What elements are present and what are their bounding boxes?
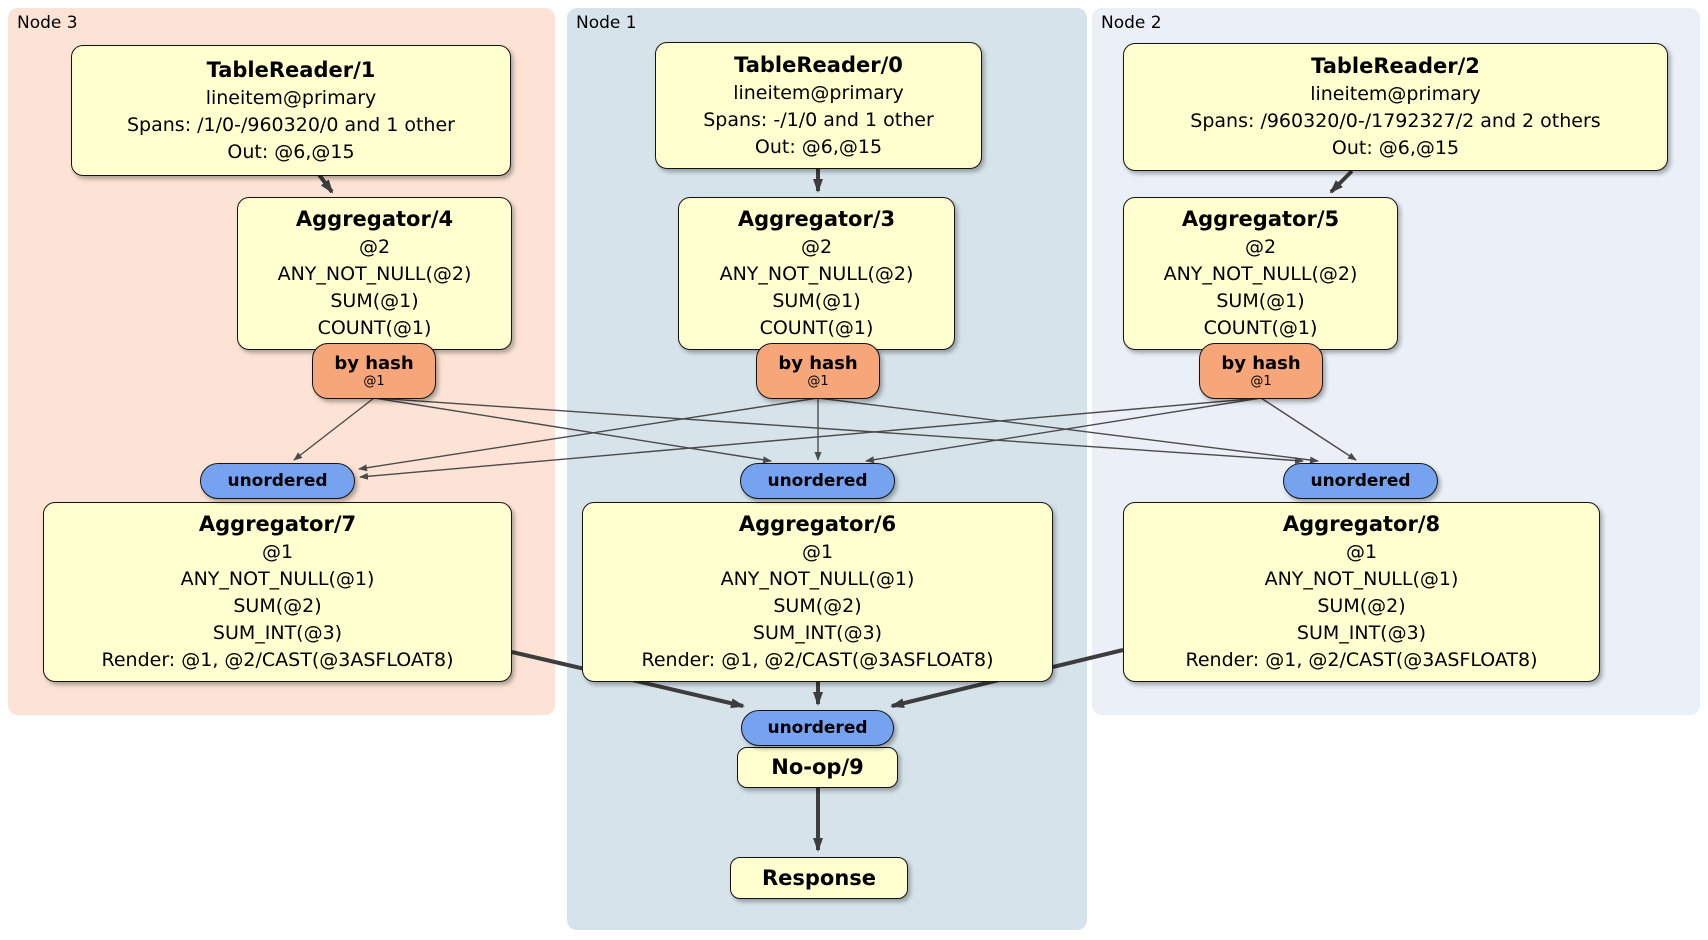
- processor-agg-fn: SUM(@2): [773, 595, 862, 617]
- hash-router-label: by hash: [778, 352, 858, 374]
- processor-title: Aggregator/8: [1282, 512, 1441, 536]
- processor-title: Aggregator/4: [295, 207, 454, 231]
- hash-router-columns: @1: [1250, 373, 1272, 389]
- processor-agg-fn: COUNT(@1): [1203, 317, 1318, 339]
- processor-title: TableReader/2: [1311, 54, 1480, 78]
- processor-out: Out: @6,@15: [1331, 137, 1460, 159]
- processor-agg-fn: ANY_NOT_NULL(@1): [720, 568, 915, 590]
- processor-title: No-op/9: [771, 755, 864, 779]
- edge-byhash4-un6: [373, 397, 772, 464]
- hash-router-3: by hash @1: [756, 343, 880, 399]
- processor-box-response: Response: [730, 857, 908, 899]
- processor-box-aggregator-7: Aggregator/7 @1 ANY_NOT_NULL(@1) SUM(@2)…: [43, 502, 512, 682]
- edge-byhash3-un8: [817, 397, 1319, 464]
- processor-box-tablereader-1: TableReader/1 lineitem@primary Spans: /1…: [71, 45, 511, 176]
- node-2-label: Node 2: [1101, 13, 1162, 33]
- processor-agg-fn: ANY_NOT_NULL(@2): [719, 263, 914, 285]
- unordered-sync-label: unordered: [1310, 471, 1411, 491]
- edge-byhash3-un7: [358, 397, 819, 472]
- processor-spans: Spans: -/1/0 and 1 other: [703, 108, 934, 131]
- unordered-sync-label: unordered: [767, 471, 868, 491]
- processor-title: TableReader/0: [734, 52, 903, 77]
- edge-byhash5-un6: [865, 397, 1262, 464]
- processor-out: Out: @6,@15: [754, 135, 883, 158]
- processor-groupcols: @2: [800, 236, 833, 258]
- unordered-sync-label: unordered: [767, 718, 868, 738]
- processor-title: Aggregator/5: [1181, 207, 1340, 231]
- node-3-label: Node 3: [17, 13, 78, 33]
- node-1-label: Node 1: [576, 13, 637, 33]
- edge-tr2-agg5: [1329, 169, 1354, 194]
- processor-agg-fn: SUM_INT(@3): [1296, 622, 1427, 644]
- hash-router-label: by hash: [1221, 352, 1301, 374]
- processor-title: Aggregator/3: [737, 207, 896, 231]
- processor-agg-fn: SUM(@2): [1317, 595, 1406, 617]
- processor-box-noop-9: No-op/9: [737, 747, 898, 788]
- unordered-sync-7: unordered: [200, 463, 355, 499]
- processor-render: Render: @1, @2/CAST(@3ASFLOAT8): [641, 649, 994, 671]
- processor-agg-fn: SUM(@2): [233, 595, 322, 617]
- processor-title: TableReader/1: [206, 57, 376, 82]
- processor-index: lineitem@primary: [733, 81, 904, 104]
- processor-spans: Spans: /1/0-/960320/0 and 1 other: [127, 113, 455, 136]
- processor-agg-fn: SUM(@1): [330, 290, 419, 312]
- processor-agg-fn: ANY_NOT_NULL(@1): [180, 568, 375, 590]
- processor-title: Aggregator/6: [738, 512, 897, 536]
- processor-groupcols: @1: [1345, 541, 1378, 563]
- unordered-sync-6: unordered: [740, 463, 895, 499]
- processor-box-aggregator-3: Aggregator/3 @2 ANY_NOT_NULL(@2) SUM(@1)…: [678, 197, 955, 350]
- hash-router-4: by hash @1: [312, 343, 436, 399]
- processor-box-tablereader-2: TableReader/2 lineitem@primary Spans: /9…: [1123, 43, 1668, 171]
- processor-agg-fn: SUM_INT(@3): [212, 622, 343, 644]
- edge-byhash4-un8: [373, 397, 1304, 464]
- unordered-sync-8: unordered: [1283, 463, 1438, 499]
- processor-groupcols: @1: [801, 541, 834, 563]
- unordered-sync-9: unordered: [741, 710, 894, 746]
- processor-box-aggregator-6: Aggregator/6 @1 ANY_NOT_NULL(@1) SUM(@2)…: [582, 502, 1053, 682]
- hash-router-5: by hash @1: [1199, 343, 1323, 399]
- processor-box-aggregator-5: Aggregator/5 @2 ANY_NOT_NULL(@2) SUM(@1)…: [1123, 197, 1398, 350]
- processor-title: Response: [761, 865, 877, 890]
- processor-groupcols: @1: [261, 541, 294, 563]
- processor-index: lineitem@primary: [205, 86, 377, 109]
- hash-router-columns: @1: [807, 373, 829, 389]
- edge-byhash5-un7: [359, 397, 1262, 480]
- processor-render: Render: @1, @2/CAST(@3ASFLOAT8): [1185, 649, 1538, 671]
- edge-byhash5-un8: [1260, 397, 1357, 461]
- processor-box-aggregator-8: Aggregator/8 @1 ANY_NOT_NULL(@1) SUM(@2)…: [1123, 502, 1600, 682]
- unordered-sync-label: unordered: [227, 471, 328, 491]
- processor-groupcols: @2: [358, 236, 391, 258]
- processor-box-aggregator-4: Aggregator/4 @2 ANY_NOT_NULL(@2) SUM(@1)…: [237, 197, 512, 350]
- edge-byhash4-un7: [293, 397, 375, 461]
- processor-agg-fn: COUNT(@1): [759, 317, 874, 339]
- processor-groupcols: @2: [1244, 236, 1277, 258]
- hash-router-label: by hash: [334, 352, 414, 374]
- processor-title: Aggregator/7: [198, 512, 357, 536]
- processor-agg-fn: ANY_NOT_NULL(@1): [1264, 568, 1459, 590]
- processor-agg-fn: SUM_INT(@3): [752, 622, 883, 644]
- processor-spans: Spans: /960320/0-/1792327/2 and 2 others: [1190, 110, 1601, 132]
- processor-render: Render: @1, @2/CAST(@3ASFLOAT8): [101, 649, 454, 671]
- processor-box-tablereader-0: TableReader/0 lineitem@primary Spans: -/…: [655, 42, 982, 169]
- processor-out: Out: @6,@15: [227, 140, 355, 163]
- processor-agg-fn: ANY_NOT_NULL(@2): [277, 263, 472, 285]
- processor-agg-fn: COUNT(@1): [317, 317, 432, 339]
- processor-agg-fn: SUM(@1): [1216, 290, 1305, 312]
- hash-router-columns: @1: [363, 373, 385, 389]
- processor-index: lineitem@primary: [1310, 83, 1481, 105]
- processor-agg-fn: SUM(@1): [772, 290, 861, 312]
- processor-agg-fn: ANY_NOT_NULL(@2): [1163, 263, 1358, 285]
